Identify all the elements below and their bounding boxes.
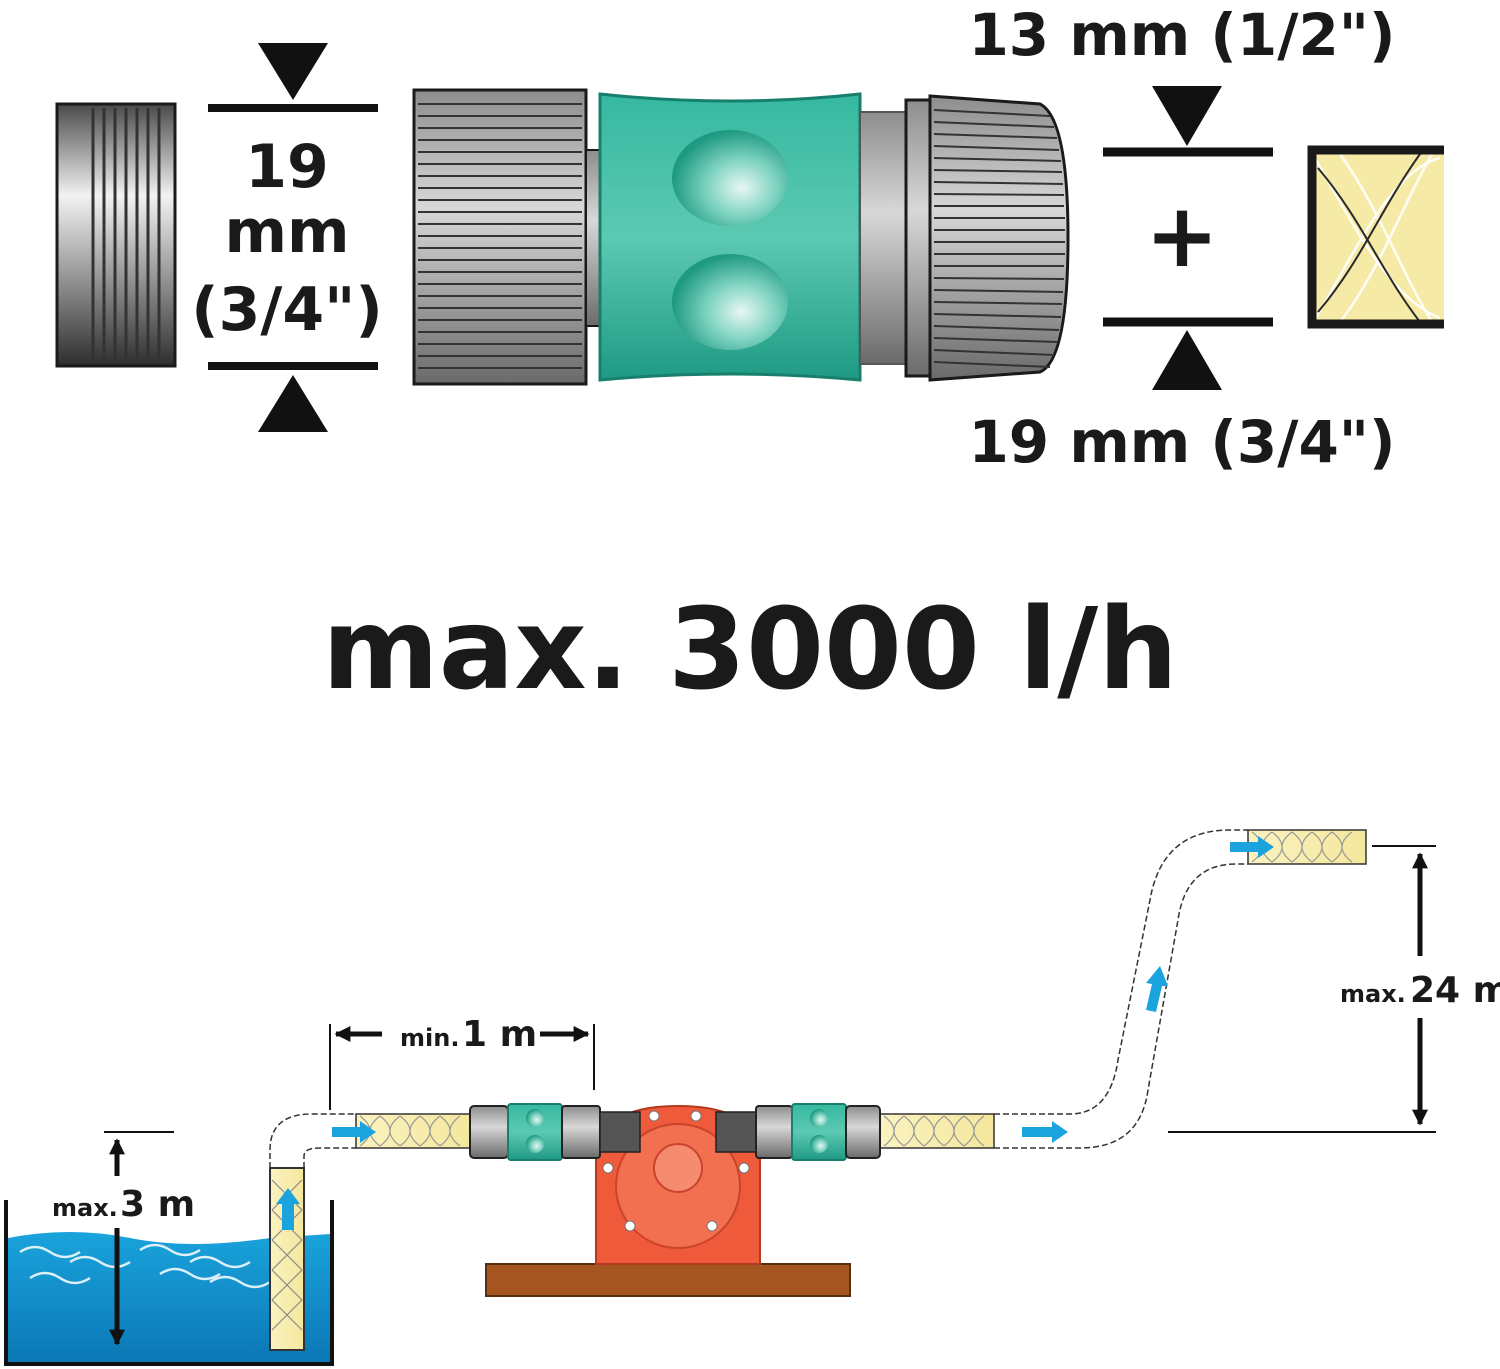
min-distance-dimension [329, 1024, 595, 1110]
max-suction-value: 3 m [120, 1184, 195, 1225]
hose-size-top-label: 13 mm (1/2") [968, 1, 1395, 69]
max-suction-prefix: max. [52, 1194, 118, 1222]
quick-coupling [412, 88, 1070, 386]
flow-arrow-icon [332, 1121, 376, 1143]
hose-size-dimension [1103, 86, 1273, 390]
arrow-down-icon [258, 43, 328, 100]
max-flow-label: max. 3000 l/h [322, 585, 1178, 715]
release-button-top [672, 130, 788, 226]
suction-hose [269, 1113, 473, 1351]
flow-arrow-icon [1146, 966, 1168, 1012]
hose-cross-section [1307, 145, 1444, 329]
arrow-up-icon [258, 375, 328, 432]
min-distance-value: 1 m [462, 1014, 537, 1055]
arrow-down-icon [1152, 86, 1222, 146]
release-button-bottom [672, 254, 788, 350]
thread-size-value: 19 [245, 132, 329, 202]
pressure-hose [879, 829, 1367, 1149]
thread-size-unit: mm [224, 197, 349, 267]
mounting-base [485, 1263, 851, 1297]
max-suction-dimension [104, 1131, 174, 1346]
pump-coupling-left [469, 1103, 641, 1161]
min-distance-prefix: min. [400, 1024, 459, 1052]
flow-arrow-icon [1022, 1121, 1068, 1143]
hose-size-bottom-label: 19 mm (3/4") [968, 408, 1395, 476]
max-head-value: 24 m [1410, 970, 1500, 1011]
flow-arrow-icon [1230, 836, 1274, 858]
pump-coupling-right [715, 1103, 881, 1161]
hose-size-plus: + [1145, 184, 1219, 287]
max-head-dimension [1168, 845, 1436, 1133]
water-tank [4, 1200, 334, 1366]
thread-size-dimension [208, 43, 378, 432]
flow-arrow-icon [276, 1188, 300, 1230]
flow-arrows [276, 836, 1274, 1230]
threaded-tap-connector [55, 102, 177, 368]
arrow-up-icon [1152, 330, 1222, 390]
max-head-prefix: max. [1340, 980, 1406, 1008]
thread-size-inch: (3/4") [191, 275, 383, 345]
